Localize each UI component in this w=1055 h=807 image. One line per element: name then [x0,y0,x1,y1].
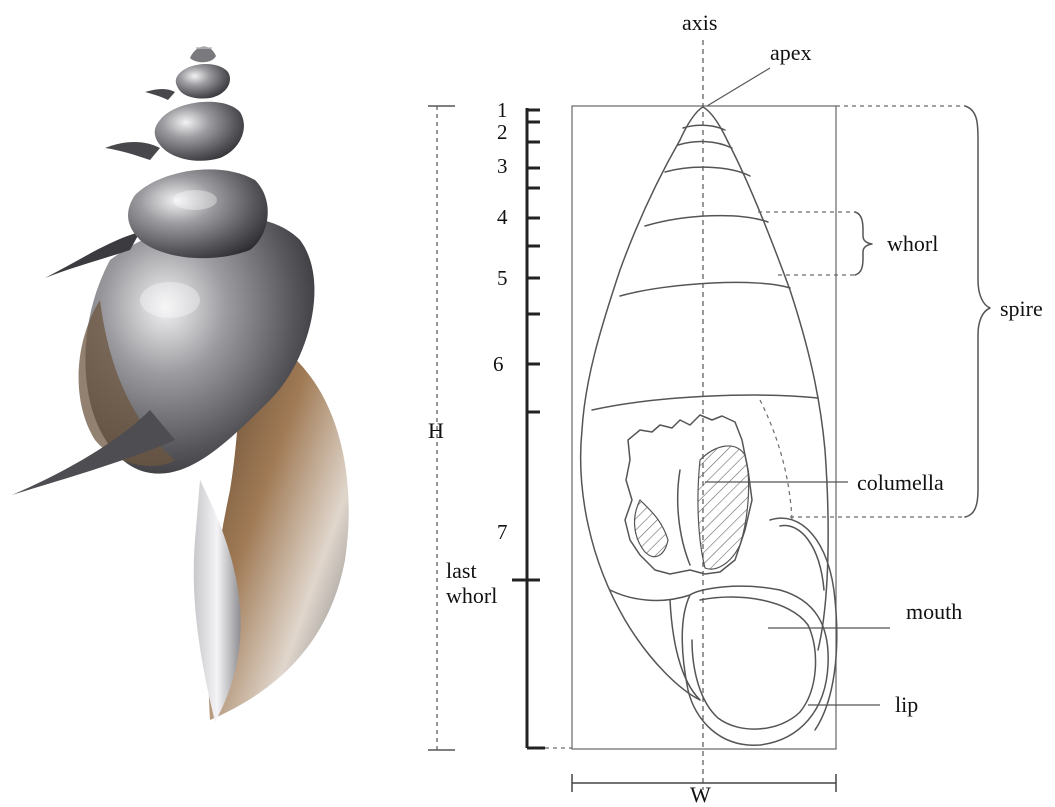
whorl-line-3 [665,167,750,176]
parietal-line [610,590,690,600]
axis-label: axis [682,12,717,34]
columella-line [670,600,700,700]
whorl-line-2 [678,142,732,148]
shell-render-whorl-2 [155,102,244,161]
lip-curl-inner [780,526,824,590]
lip-curl [770,518,837,730]
shell-render-top-spike [145,89,175,100]
height-label: H [428,420,444,442]
aperture-inner [692,597,816,729]
whorl-label: whorl [887,233,938,255]
last-whorl-label: last whorl [446,558,497,609]
whorl-number-3: 3 [497,156,508,177]
apex-label: apex [770,42,812,64]
mouth-label: mouth [906,601,962,623]
whorl-number-1: 1 [497,100,508,121]
shell-render-whorl-3 [128,169,268,258]
whorl-line-6 [592,395,818,410]
spire-label: spire [1000,298,1043,320]
whorl-number-7: 7 [497,522,508,543]
shell-diagram [428,40,990,792]
whorl-number-5: 5 [497,268,508,289]
spire-brace [965,106,990,517]
columella-label: columella [857,472,944,494]
whorl-line-4 [645,216,768,226]
apex-outline [680,107,728,142]
shell-render [12,46,349,722]
aperture-outline [682,586,828,745]
shell-render-apex [190,46,216,62]
columella-hatch-left [635,500,668,557]
whorl-number-2: 2 [497,122,508,143]
shell-render-mid-spike [105,142,160,160]
width-label: W [690,784,711,806]
whorl-number-4: 4 [497,207,508,228]
shell-outline-left [581,140,700,700]
whorl-brace [855,212,872,275]
columella-hatch [698,446,749,569]
whorl-line-5 [620,282,790,296]
apex-leader [707,68,770,106]
whorl-number-6: 6 [493,354,504,375]
shell-render-whorl-1 [176,64,230,98]
inner-whorl-dashed [760,400,792,520]
bounding-box [572,106,836,749]
lip-label: lip [895,694,918,716]
